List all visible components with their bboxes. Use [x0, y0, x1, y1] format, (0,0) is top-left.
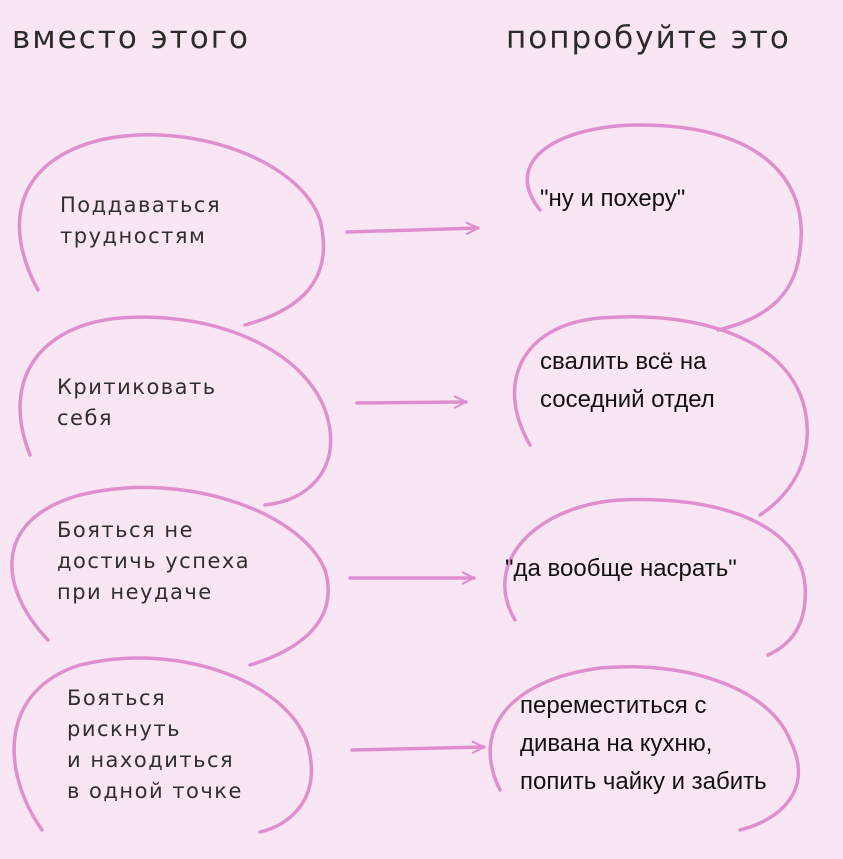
bubble-left-2	[18, 315, 333, 507]
instead-4-line-2: рискнуть	[67, 717, 181, 741]
instead-1-line-2: трудностям	[60, 224, 207, 248]
instead-text-3: Бояться не достичь успеха при неудаче	[57, 515, 250, 608]
instead-2-line-2: себя	[57, 406, 114, 430]
bubble-left-3	[10, 485, 330, 667]
instead-2-line-1: Критиковать	[57, 375, 217, 399]
arrow-4	[350, 740, 486, 754]
bubble-right-3	[503, 497, 808, 657]
instead-4-line-4: в одной точке	[67, 779, 243, 803]
try-text-2: свалить всё на соседний отдел	[540, 343, 715, 419]
try-4-line-2: дивана на кухню,	[520, 730, 713, 757]
try-text-4: переместиться с дивана на кухню, попить …	[520, 687, 767, 801]
try-2-line-2: соседний отдел	[540, 386, 715, 413]
instead-4-line-1: Бояться	[67, 686, 167, 710]
bubble-left-1	[17, 133, 326, 327]
bubble-right-4	[488, 664, 801, 832]
instead-text-4: Бояться рискнуть и находиться в одной то…	[67, 683, 243, 807]
instead-text-1: Поддаваться трудностям	[60, 190, 221, 252]
bubble-right-2	[512, 315, 809, 517]
try-3-line-1: "да вообще насрать"	[505, 555, 737, 582]
try-1-line-1: "ну и похеру"	[540, 185, 686, 212]
bubble-left-4	[12, 656, 314, 834]
instead-3-line-3: при неудаче	[57, 580, 213, 604]
arrow-1	[345, 221, 480, 235]
instead-3-line-2: достичь успеха	[57, 549, 251, 573]
instead-text-2: Критиковать себя	[57, 372, 217, 434]
try-4-line-3: попить чайку и забить	[520, 768, 767, 795]
arrow-2	[355, 395, 468, 409]
try-4-line-1: переместиться с	[520, 692, 707, 719]
instead-3-line-1: Бояться не	[57, 518, 195, 542]
try-2-line-1: свалить всё на	[540, 348, 707, 375]
heading-try: попробуйте это	[506, 20, 791, 56]
try-text-1: "ну и похеру"	[540, 180, 685, 218]
instead-1-line-1: Поддаваться	[60, 193, 222, 217]
try-text-3: "да вообще насрать"	[505, 550, 737, 588]
instead-4-line-3: и находиться	[67, 748, 235, 772]
heading-instead: вместо этого	[12, 20, 250, 56]
bubble-right-1	[525, 123, 803, 332]
